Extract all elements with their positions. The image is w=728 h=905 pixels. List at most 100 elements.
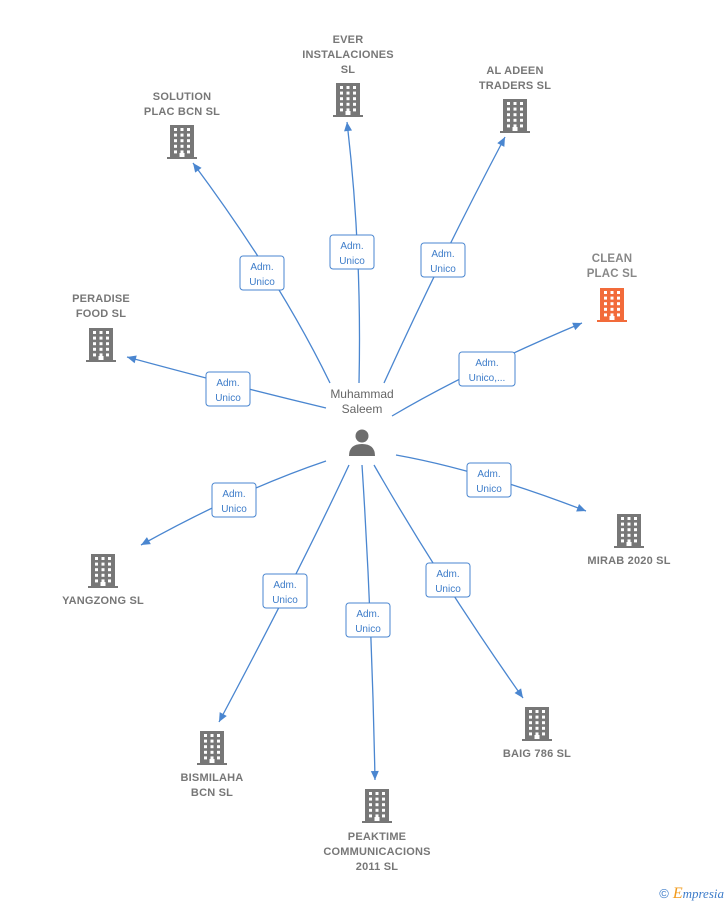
building-door [98, 356, 104, 360]
building-door [626, 542, 632, 546]
building-window [382, 803, 385, 807]
role-label-clean[interactable]: Adm.Unico,... [458, 351, 516, 387]
building-window [513, 102, 517, 105]
role-label-text: Adm. [356, 609, 379, 620]
building-window [346, 86, 350, 89]
role-label-text: Unico [221, 504, 247, 515]
company-name-line: COMMUNICACIONS [323, 846, 430, 858]
building-window [369, 814, 372, 818]
building-window [610, 296, 614, 300]
building-window [520, 118, 523, 122]
arrowhead-bismilaha [219, 712, 227, 722]
role-label-yangzong[interactable]: Adm.Unico [211, 482, 257, 518]
role-label-text: Adm. [431, 249, 454, 260]
building-window [180, 139, 184, 143]
building-window [542, 715, 545, 719]
building-window [93, 347, 96, 351]
building-window [204, 734, 207, 737]
building-door [609, 316, 615, 320]
building-window [217, 739, 220, 743]
building-window [353, 102, 356, 106]
building-base [333, 115, 363, 117]
building-window [627, 539, 631, 543]
building-window [621, 522, 624, 526]
person-name-line: Muhammad [330, 387, 393, 401]
role-label-text: Adm. [475, 358, 498, 369]
building-window [180, 144, 184, 148]
role-label-peaktime[interactable]: Adm. Unico [345, 602, 391, 638]
role-label-ever[interactable]: Adm.Unico [329, 234, 375, 270]
building-window [217, 750, 220, 754]
building-window [340, 91, 343, 95]
building-window [108, 568, 111, 572]
building-window [369, 797, 372, 801]
building-window [507, 107, 510, 111]
company-node-yangzong[interactable]: YANGZONG SL [62, 554, 144, 607]
building-window [621, 517, 624, 520]
company-node-baig[interactable]: BAIG 786 SL [503, 707, 571, 760]
building-window [210, 756, 214, 760]
role-label-baig[interactable]: Adm.Unico [425, 562, 471, 598]
role-label-mirab[interactable]: Adm.Unico [466, 462, 512, 498]
role-label-box [420, 242, 466, 278]
role-label-box [458, 351, 516, 387]
role-label-peradise[interactable]: Adm.Unico [205, 371, 251, 407]
role-label-solution[interactable]: Adm.Unico [239, 255, 285, 291]
building-window [520, 124, 523, 128]
building-window [101, 562, 105, 566]
building-window [604, 291, 607, 294]
building-window [108, 579, 111, 583]
building-window [204, 745, 207, 749]
building-window [174, 144, 177, 148]
building-window [108, 557, 111, 560]
building-window [627, 517, 631, 520]
company-name-line: FOOD SL [76, 308, 126, 320]
building-window [369, 803, 372, 807]
role-label-box [239, 255, 285, 291]
building-icon [333, 83, 363, 117]
building-window [204, 756, 207, 760]
building-window [99, 336, 103, 340]
building-icon [597, 288, 627, 322]
role-labels-layer: Adm.UnicoAdm.UnicoAdm.UnicoAdm.Unico,...… [205, 234, 516, 638]
building-door [100, 582, 106, 586]
building-window [369, 792, 372, 795]
building-window [108, 562, 111, 566]
building-window [507, 118, 510, 122]
role-label-text: Unico [476, 484, 502, 495]
building-base [86, 360, 116, 362]
role-label-text: Unico [249, 277, 275, 288]
building-window [617, 313, 620, 317]
building-window [520, 113, 523, 117]
building-window [542, 732, 545, 736]
role-label-text: Unico [355, 624, 381, 635]
building-window [513, 113, 517, 117]
brand-initial: E [672, 885, 683, 902]
company-name-line: 2011 SL [356, 861, 398, 873]
building-window [106, 331, 109, 334]
building-icon [86, 328, 116, 362]
building-window [507, 102, 510, 105]
building-door [534, 735, 540, 739]
company-node-mirab[interactable]: MIRAB 2020 SL [587, 514, 671, 567]
role-label-box [329, 234, 375, 270]
arrowhead-baig [514, 688, 523, 698]
building-window [99, 347, 103, 351]
role-label-aladeen[interactable]: Adm.Unico [420, 242, 466, 278]
building-window [617, 296, 620, 300]
building-window [604, 296, 607, 300]
empresia-brand[interactable]: ©Empresia [659, 885, 724, 903]
building-window [353, 97, 356, 101]
arrowhead-aladeen [497, 137, 505, 147]
role-label-bismilaha[interactable]: Adm.Unico [262, 573, 308, 609]
building-window [346, 102, 350, 106]
building-window [174, 139, 177, 143]
